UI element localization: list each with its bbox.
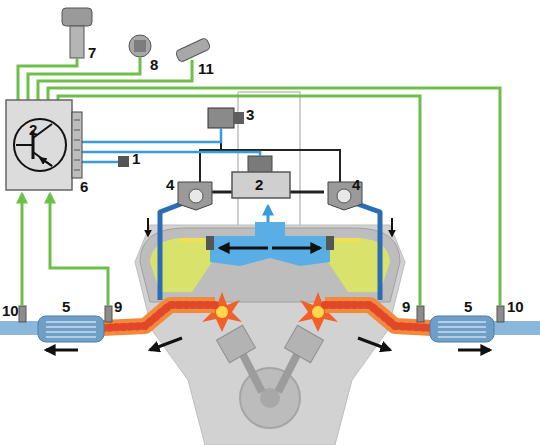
callout-number: 9 [402,298,410,315]
callout-number: 2 [29,121,37,138]
injector [206,236,214,250]
exhaust-gas [325,305,432,328]
signal-wire [21,194,24,306]
valve-port [189,189,203,203]
tail-pipe [492,321,540,335]
signal-wire [28,57,140,100]
injection-spray [180,239,204,242]
flow-arrow [220,247,268,250]
sensor-hex [134,40,146,52]
signal-wire [58,96,420,306]
valve-port [337,189,351,203]
transistor-arrow [40,158,52,166]
callout-number: 10 [2,302,19,319]
air-tube [352,202,380,300]
signal-wire [48,88,500,306]
injection-spray [336,239,360,242]
callout-number: 1 [132,150,140,167]
lambda-sensor [19,306,26,322]
callout-number: 5 [464,298,472,315]
injector [326,236,334,250]
combination-valve [178,182,212,210]
tail-pipe [0,321,40,335]
control-wire [82,128,221,142]
unit-connector [72,112,82,178]
callout-number: 5 [62,298,70,315]
callout-number: 7 [88,44,96,61]
flow-arrow [391,218,393,236]
converter-core [46,322,96,337]
signal-wire [50,194,108,306]
lambda-sensor [417,306,424,322]
callout-number: 9 [114,298,122,315]
temperature-sensor [129,35,151,57]
flow-arrow [358,338,390,350]
lambda-sensor [105,306,112,322]
flow-arrow [272,247,320,250]
air-tube [160,202,186,300]
callout-number: 11 [198,60,214,77]
air-mass-meter [62,8,92,26]
callout-number: 4 [166,176,174,193]
connector-pins [74,120,80,170]
intake-manifold [210,222,330,266]
exhaust-manifold [325,305,432,328]
converter-core [438,322,486,337]
flow-arrow [150,338,182,350]
transistor-symbol [14,119,66,171]
cover-outline [238,92,300,225]
solenoid-valve [208,108,234,128]
control-wire [82,152,260,156]
catalytic-converter [38,316,104,342]
flow-arrow [147,218,149,236]
callout-number: 4 [352,176,360,193]
lambda-sensor [497,306,504,322]
relay [118,156,129,167]
catalytic-converter [430,316,494,342]
crankshaft [240,368,300,428]
air-mass-meter-probe [70,26,84,58]
signal-wire [38,60,192,100]
air-inlet-arrow [267,206,270,222]
air-pump [232,172,290,198]
callout-number: 2 [255,176,263,193]
control-unit [6,100,72,190]
control-wire [82,161,118,164]
flow-arrow [46,349,78,352]
callout-number: 8 [150,56,158,73]
pressure-sensor [175,37,211,62]
callout-number: 6 [80,178,88,195]
callout-number: 10 [507,298,524,315]
flow-arrow [458,349,490,352]
callout-number: 3 [246,106,254,123]
valve-connector [234,112,244,124]
